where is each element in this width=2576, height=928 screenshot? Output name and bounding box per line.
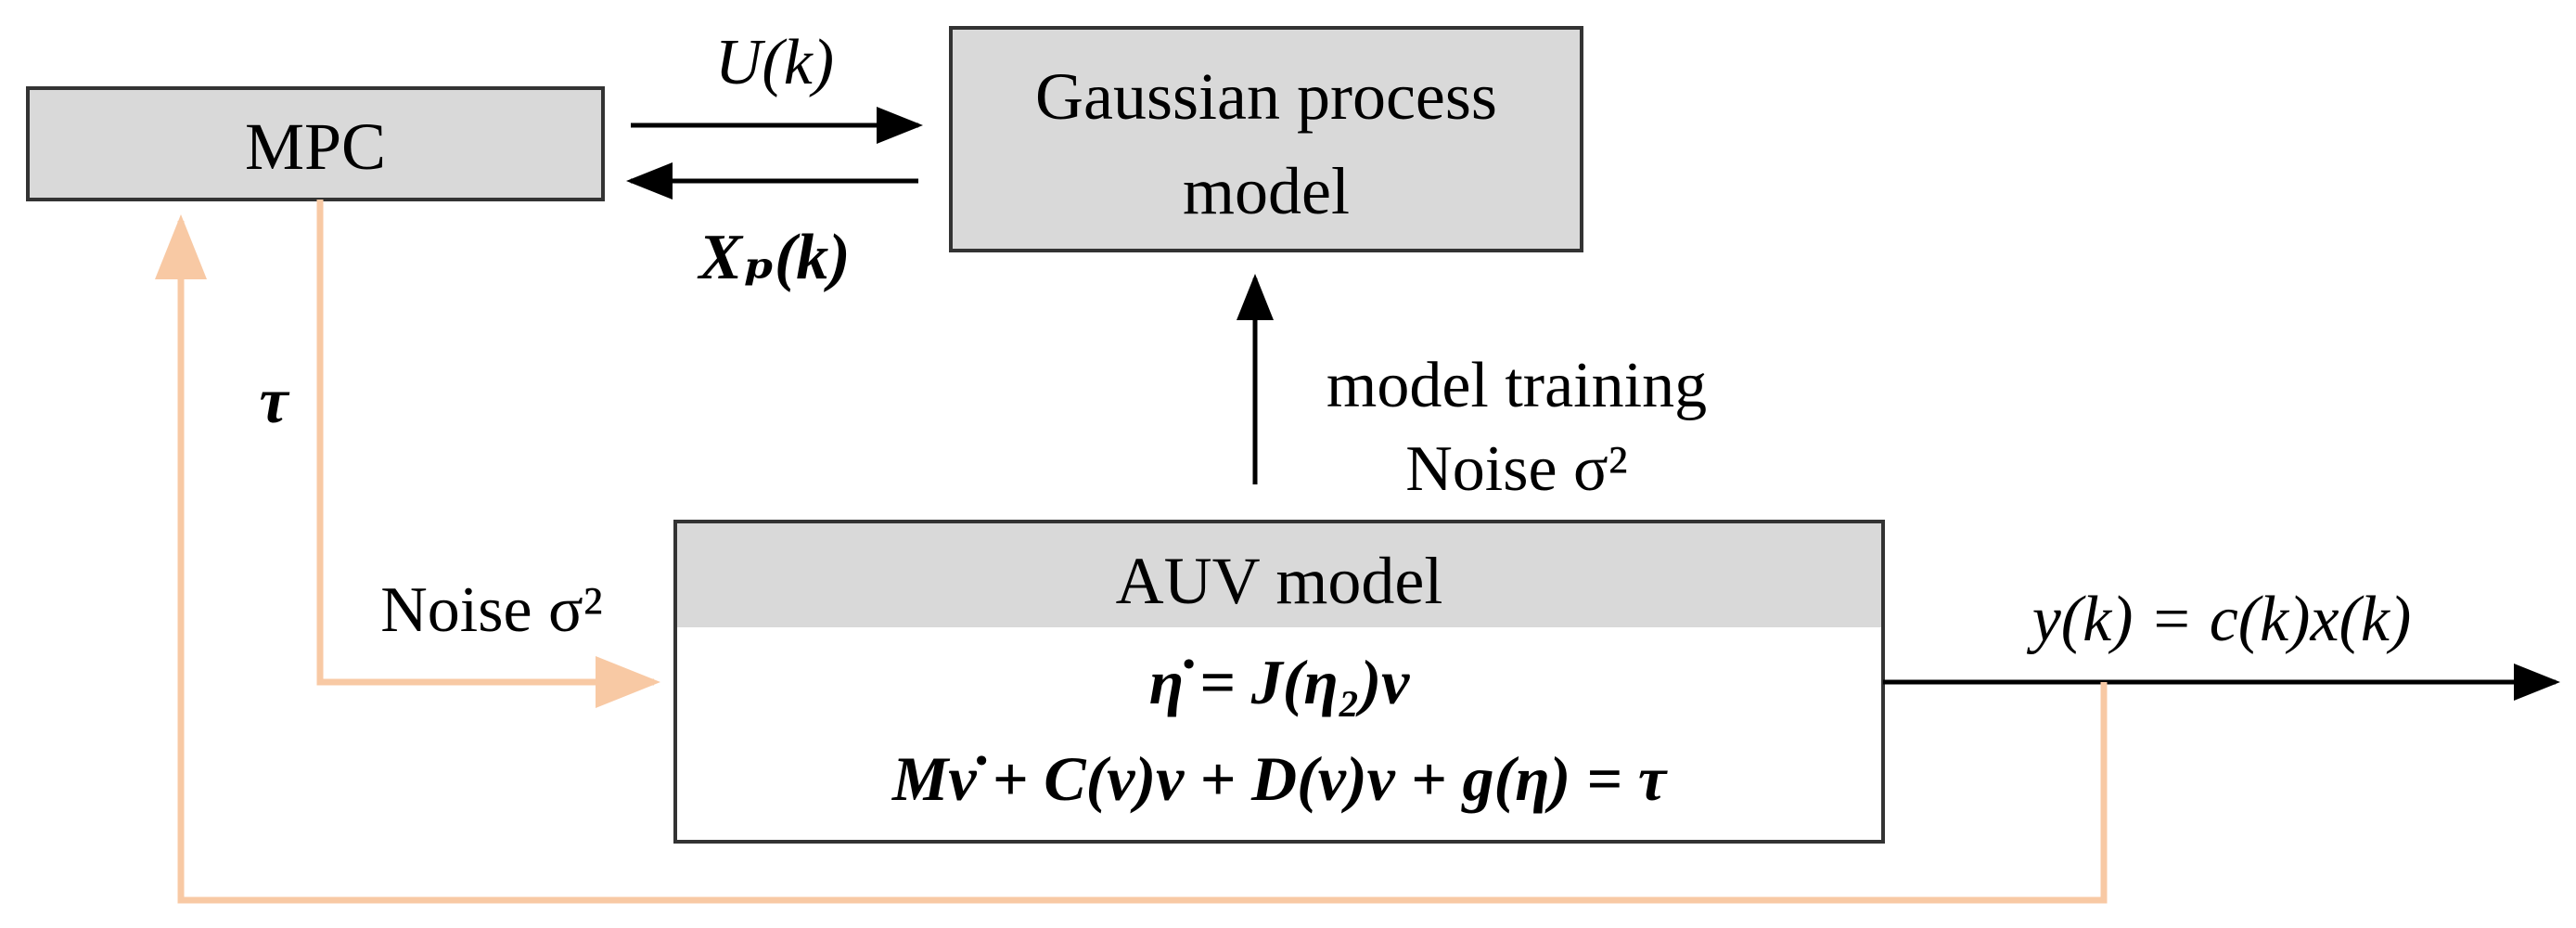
feedback-path — [155, 214, 2108, 904]
model-training-edge: model training Noise σ² — [1237, 274, 1707, 505]
auv-model-title: AUV model — [1116, 544, 1443, 618]
feedback-edge — [155, 214, 2108, 904]
auv-kinematics-equation: η̇ = J(η₂)ν — [1149, 647, 1410, 717]
output-equation-label: y(k) = c(k)x(k) — [2027, 584, 2412, 655]
control-torque-edge: τ Noise σ² — [259, 200, 660, 708]
control-torque-path — [316, 200, 660, 708]
gp-model-box — [949, 26, 1583, 252]
gp-model-label-line2: model — [1183, 154, 1350, 228]
gp-model-label-line1: Gaussian process — [1035, 59, 1497, 134]
auv-dynamics-equation: Mν̇ + C(ν)ν + D(ν)ν + g(η) = τ — [891, 743, 1668, 814]
gp-model-block: Gaussian process model — [949, 26, 1583, 252]
control-input-edge: U(k) — [631, 27, 923, 144]
model-training-label: model training — [1326, 350, 1707, 421]
mpc-label: MPC — [245, 110, 386, 184]
mpc-box — [26, 86, 605, 201]
output-edge: y(k) = c(k)x(k) — [1883, 584, 2560, 701]
tau-label: τ — [259, 366, 289, 437]
input-noise-label: Noise σ² — [380, 574, 603, 646]
auv-model-title-band — [677, 523, 1881, 627]
mpc-block: MPC — [26, 86, 605, 201]
training-noise-label: Noise σ² — [1405, 433, 1628, 505]
predicted-state-label: Xₚ(k) — [697, 222, 850, 293]
predicted-state-edge: Xₚ(k) — [626, 162, 918, 293]
control-input-label: U(k) — [715, 27, 834, 98]
auv-model-block: AUV model η̇ = J(η₂)ν Mν̇ + C(ν)ν + D(ν)… — [673, 520, 1885, 844]
